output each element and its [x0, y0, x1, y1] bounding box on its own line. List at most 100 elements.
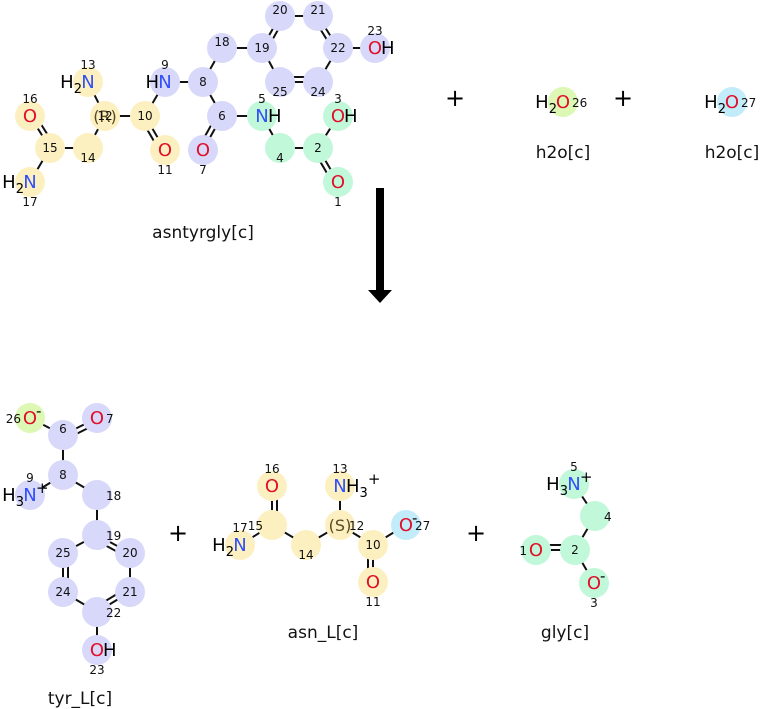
atom-number: 4 — [276, 151, 284, 165]
atom-number: 7 — [106, 412, 114, 426]
atom-number: 16 — [264, 462, 279, 476]
atom-highlight — [188, 67, 218, 97]
atom-25: 25 — [55, 546, 70, 560]
atom-27: O-27 — [399, 509, 430, 536]
atom-element-label: O — [587, 573, 601, 594]
atom-8: 8 — [199, 75, 207, 89]
atom-10: 10 — [365, 538, 380, 552]
atom-14: 14 — [80, 151, 95, 165]
atom-7: O7 — [196, 140, 210, 177]
stereo-label: (R) — [93, 107, 117, 126]
atom-19: 19 — [254, 41, 269, 55]
atom-number: 11 — [157, 163, 172, 177]
atom-element-label: O — [90, 408, 104, 429]
atom-hydrogen-label: H2 — [2, 172, 24, 197]
atom-highlight — [82, 403, 112, 433]
atom-highlight — [257, 510, 287, 540]
atom-10: 10 — [137, 109, 152, 123]
molecule-names: asntyrgly[c]h2o[c]h2o[c]tyr_L[c]asn_L[c]… — [48, 143, 759, 709]
atom-highlight — [115, 577, 145, 607]
atom-number: 22 — [330, 41, 345, 55]
atom-element-label: O — [368, 38, 382, 59]
atom-18: 18 — [214, 35, 229, 49]
atom-hydrogen-label: H — [381, 38, 395, 59]
atom-highlight — [73, 67, 103, 97]
atom-highlight — [580, 501, 610, 531]
plus-sign: + — [613, 84, 633, 112]
atom-highlight — [247, 101, 277, 131]
atom-highlight — [48, 538, 78, 568]
atom-number: 15 — [248, 519, 263, 533]
atom-24: 24 — [55, 585, 70, 599]
atom-highlight — [130, 101, 160, 131]
atom-highlight — [303, 1, 333, 31]
atom-number: 17 — [232, 521, 247, 535]
molecule-name: asn_L[c] — [288, 623, 359, 643]
atom-number: 6 — [59, 422, 67, 436]
atom-1: O1 — [519, 540, 543, 561]
atom-18: 18 — [106, 489, 121, 503]
atom-highlight — [265, 1, 295, 31]
atom-6: 6 — [59, 422, 67, 436]
atom-highlight — [82, 520, 112, 550]
atom-hydrogen-label: H2 — [212, 535, 234, 560]
atom-element-label: N — [233, 535, 246, 556]
atom-highlight — [150, 67, 180, 97]
atom-number: 19 — [254, 41, 269, 55]
atom-number: 2 — [571, 543, 579, 557]
atom-number: 14 — [298, 548, 313, 562]
atom-21: 21 — [122, 585, 137, 599]
atom-8: 8 — [59, 468, 67, 482]
atom-highlight — [265, 67, 295, 97]
atom-number: 23 — [367, 24, 382, 38]
atom-element-label: N — [81, 72, 94, 93]
atom-highlight — [15, 480, 45, 510]
atom-highlight — [521, 535, 551, 565]
atom-number: 17 — [22, 195, 37, 209]
atom-number: 13 — [80, 58, 95, 72]
atom-highlight — [73, 133, 103, 163]
plus-sign: + — [466, 519, 486, 547]
atom-number: 14 — [80, 151, 95, 165]
atom-number: 25 — [55, 546, 70, 560]
atom-hydrogen-label: H — [344, 106, 358, 127]
atom-9: NH3+9 — [2, 471, 48, 510]
atom-number: 26 — [6, 412, 21, 426]
atom-19: 19 — [106, 529, 121, 543]
plus-sign: + — [445, 84, 465, 112]
atom-highlight — [207, 101, 237, 131]
atom-number: 16 — [22, 92, 37, 106]
atom-number: 15 — [42, 141, 57, 155]
atom-hydrogen-label: H3+ — [346, 470, 380, 501]
atom-hydrogen-label: H2 — [535, 92, 557, 117]
atom-number: 3 — [334, 92, 342, 106]
atom-2: 2 — [314, 141, 322, 155]
atom-highlight — [303, 133, 333, 163]
atom-hydrogen-label: H3 — [546, 474, 568, 499]
atom-highlight — [188, 135, 218, 165]
molecule-name: h2o[c] — [705, 143, 760, 163]
atom-number: 9 — [26, 471, 34, 485]
atom-22: 22 — [106, 606, 121, 620]
atom-highlight — [48, 420, 78, 450]
atom-hydrogen-label: + — [36, 479, 49, 497]
atom-number: 6 — [218, 109, 226, 123]
atom-2: 2 — [571, 543, 579, 557]
molecule-name: gly[c] — [541, 623, 589, 643]
atom-highlight — [82, 635, 112, 665]
atom-number: 20 — [272, 3, 287, 17]
atom-element-label: N — [23, 172, 36, 193]
atom-number: 23 — [89, 663, 104, 677]
atom-15: 15 — [248, 519, 263, 533]
atom-number: 21 — [122, 585, 137, 599]
atom-number: 20 — [122, 546, 137, 560]
